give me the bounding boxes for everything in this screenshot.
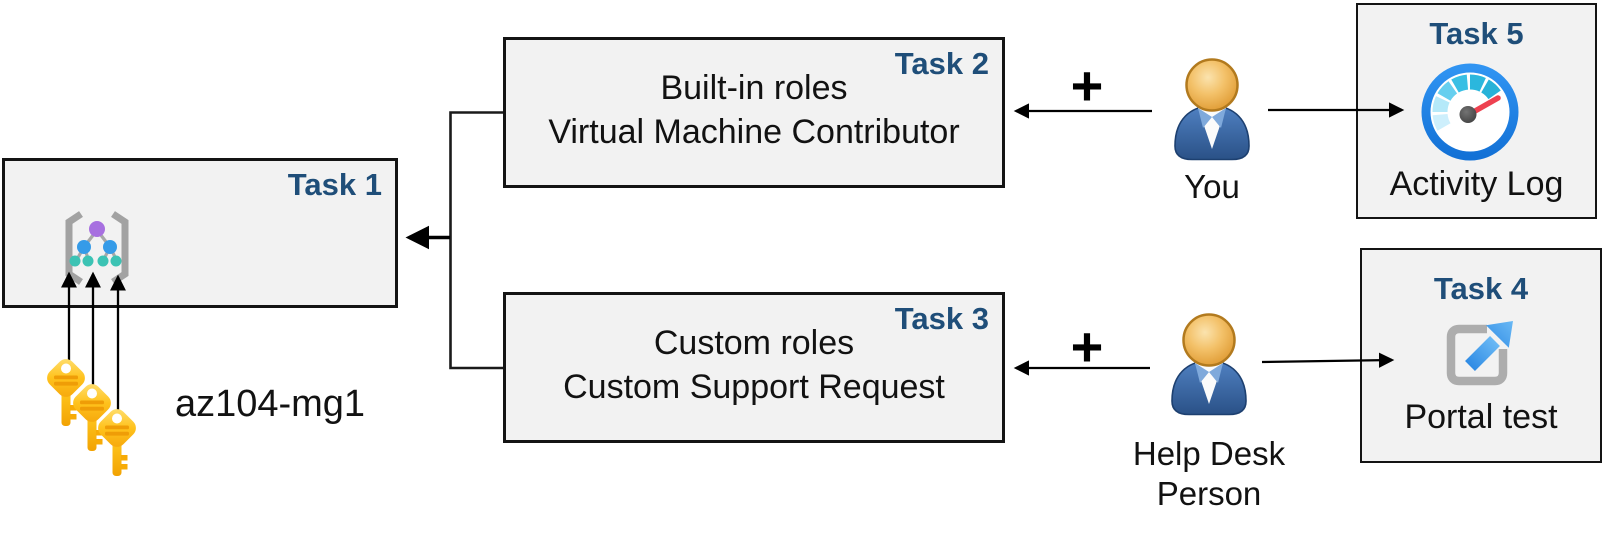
you-label: You <box>1184 168 1240 205</box>
task5-badge: Task 5 <box>1429 16 1524 51</box>
task2-badge: Task 2 <box>894 46 989 81</box>
task5-caption: Activity Log <box>1389 165 1564 203</box>
helpdesk-label-line2: Person <box>1156 475 1262 512</box>
key-icon <box>98 409 136 476</box>
management-group-icon <box>65 211 129 285</box>
task3-box: Task 3 Custom roles Custom Support Reque… <box>503 292 1005 443</box>
gauge-hub <box>1459 106 1477 123</box>
task4-box: Task 4 Portal test <box>1360 248 1602 463</box>
task1-title: az104-mg1 <box>174 383 366 425</box>
task4-badge: Task 4 <box>1433 271 1529 306</box>
task2-line1: Built-in roles <box>660 68 848 107</box>
task2-box: Task 2 Built-in roles Virtual Machine Co… <box>503 37 1005 188</box>
key-icon <box>47 359 85 426</box>
bracket-connector-task2-task3 <box>449 111 503 370</box>
task2-line2: Virtual Machine Contributor <box>548 112 960 151</box>
task3-badge: Task 3 <box>894 301 989 336</box>
helpdesk-label: Help Desk Person <box>1129 434 1289 514</box>
task1-badge: Task 1 <box>287 167 382 202</box>
activity-log-gauge-icon <box>1421 63 1519 161</box>
task3-line2: Custom Support Request <box>563 367 945 406</box>
task1-box: Task 1 az104-mg1 <box>2 158 398 425</box>
plus-sign: + <box>1070 315 1104 378</box>
plus-sign: + <box>1070 54 1104 117</box>
task3-line1: Custom roles <box>653 323 855 362</box>
task5-box: Task 5 Activity Log <box>1356 3 1597 219</box>
task3-text: Custom roles Custom Support Request <box>506 295 1002 434</box>
task4-caption: Portal test <box>1404 398 1558 436</box>
portal-arrowhead <box>1486 321 1513 348</box>
person-icon <box>1171 313 1247 416</box>
task2-text: Built-in roles Virtual Machine Contribut… <box>506 40 1002 179</box>
portal-external-link-icon <box>1446 321 1513 386</box>
helpdesk-label-line1: Help Desk <box>1132 435 1286 472</box>
person-icon <box>1174 58 1250 161</box>
